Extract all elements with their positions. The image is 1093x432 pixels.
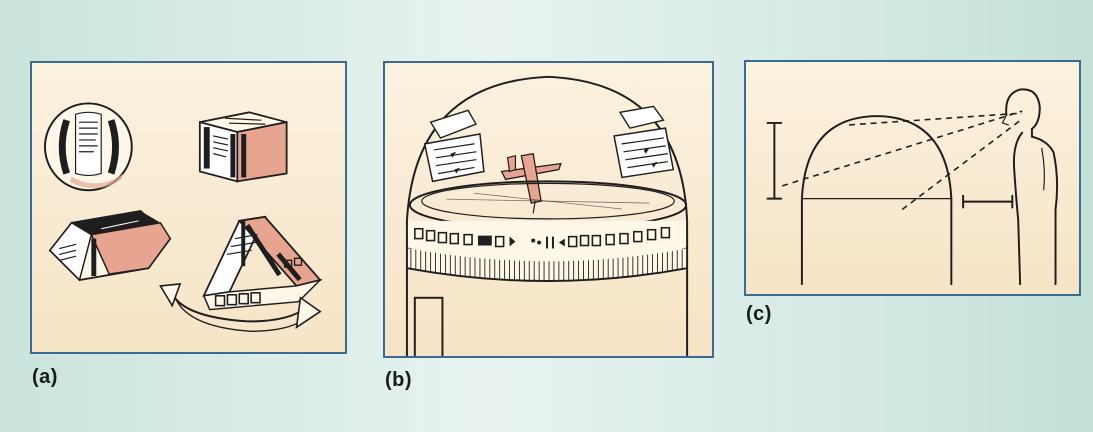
virtual-page-right: [613, 105, 675, 179]
base-ribs: [410, 248, 683, 282]
rotation-arrow: [159, 283, 322, 332]
panel-b-label: (b): [385, 369, 413, 391]
panel-a-display-shapes: [30, 61, 347, 354]
virtual-page-left: [423, 109, 485, 183]
panel-b-dome-display: [383, 61, 714, 358]
panel-a-label: (a): [32, 366, 58, 388]
panel-c-viewing-geometry: [744, 60, 1081, 296]
panel-c-label: (c): [746, 303, 772, 325]
cube-display: [198, 111, 288, 183]
person-figure: [1001, 88, 1059, 286]
dome-display-illustration: [405, 75, 689, 356]
display-shapes-illustration: [44, 102, 323, 332]
sphere-display: [44, 102, 133, 192]
hexagon-prism-display: [48, 210, 172, 282]
control-strip: [414, 226, 671, 249]
ribbed-base: [405, 248, 689, 282]
airplane-icon: [500, 153, 562, 214]
folding-tent-display: [202, 215, 323, 311]
viewing-geometry-illustration: [766, 88, 1059, 286]
